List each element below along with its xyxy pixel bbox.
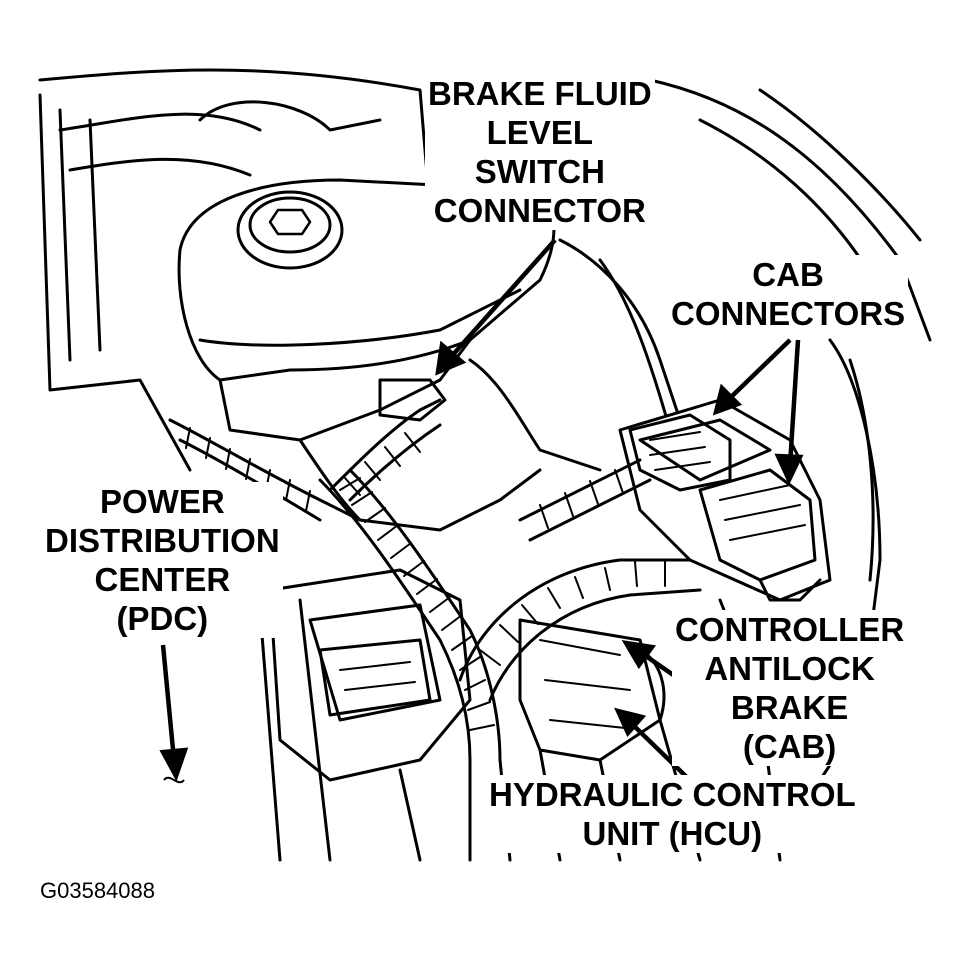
pdc-box	[268, 568, 472, 782]
label-line: POWER	[100, 483, 225, 520]
controller-antilock-brake-label: CONTROLLER ANTILOCK BRAKE (CAB)	[672, 610, 908, 766]
label-line: CONNECTOR	[433, 192, 646, 229]
cab-connectors-arrow-1	[726, 338, 792, 402]
label-line: BRAKE	[730, 689, 849, 726]
power-distribution-center-label: POWER DISTRIBUTION CENTER (PDC)	[42, 482, 283, 638]
label-line: DISTRIBUTION	[45, 522, 280, 559]
pdc-arrow	[160, 644, 177, 761]
label-line: SWITCH	[474, 153, 605, 190]
label-line: UNIT (HCU)	[582, 815, 763, 852]
label-line: HYDRAULIC CONTROL	[489, 776, 856, 813]
label-line: (PDC)	[116, 600, 209, 637]
reservoir-cap	[236, 190, 344, 270]
label-line: CENTER	[94, 561, 231, 598]
label-line: (CAB)	[742, 728, 837, 765]
cab-connectors-arrow-2	[787, 339, 801, 466]
top-hoses	[58, 100, 382, 177]
pdc-connector	[318, 638, 432, 717]
cab-connector-2	[698, 468, 817, 582]
brake-fluid-arrow	[448, 238, 557, 360]
figure-id: G03584088	[40, 878, 155, 903]
label-line: LEVEL	[486, 114, 593, 151]
label-line: BRAKE FLUID	[428, 75, 652, 112]
hydraulic-control-unit-label: HYDRAULIC CONTROL UNIT (HCU)	[486, 775, 859, 853]
label-line: CONTROLLER	[675, 611, 905, 648]
brake-fluid-level-switch-connector-label: BRAKE FLUID LEVEL SWITCH CONNECTOR	[425, 74, 655, 230]
label-line: CONNECTORS	[671, 295, 906, 332]
harness-cab	[518, 458, 652, 542]
label-line: ANTILOCK	[704, 650, 875, 687]
cab-module	[618, 398, 832, 602]
harness-right	[458, 558, 702, 702]
label-line: CAB	[752, 256, 824, 293]
fender-outline	[38, 68, 432, 212]
left-panel	[38, 93, 192, 472]
cab-connectors-label: CAB CONNECTORS	[668, 255, 909, 333]
